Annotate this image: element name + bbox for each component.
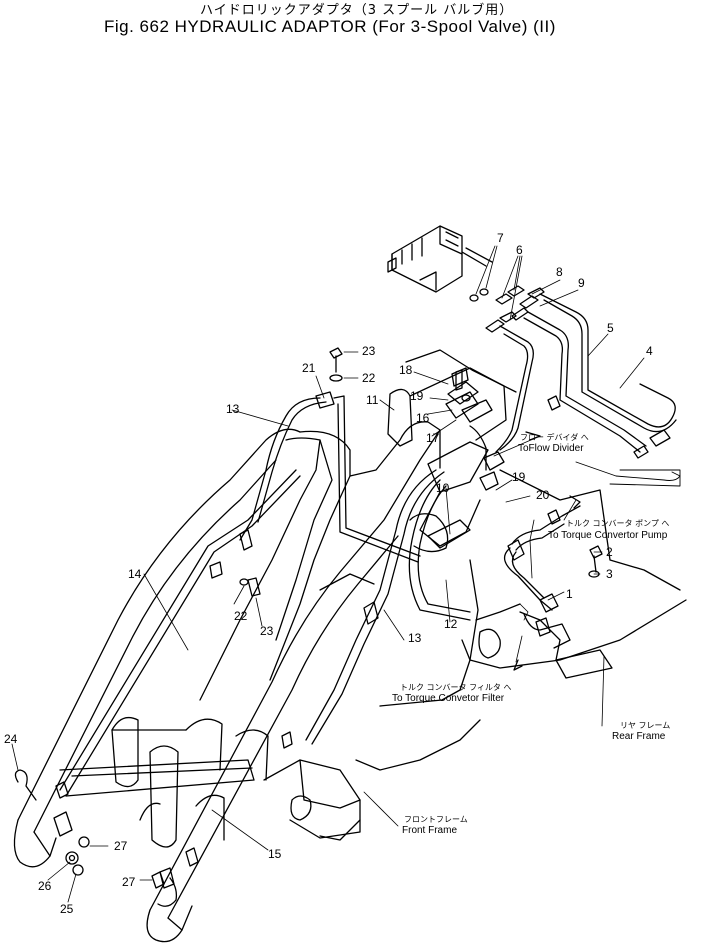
callout-15: 15 <box>268 847 282 861</box>
callout-24: 24 <box>4 732 18 746</box>
front-frame-label: Front Frame <box>402 825 458 836</box>
torque-pump-hose <box>503 495 581 671</box>
callout-25: 25 <box>60 902 74 916</box>
callout-27-left: 27 <box>114 839 128 853</box>
rear-frame-label-jp: リヤ フレーム <box>620 721 671 730</box>
rear-frame-label: Rear Frame <box>612 731 666 742</box>
callout-20: 20 <box>536 488 550 502</box>
callout-18: 18 <box>399 363 413 377</box>
front-frame-label-jp: フロントフレーム <box>404 815 468 824</box>
figure-title: Fig. 662 HYDRAULIC ADAPTOR (For 3-Spool … <box>104 17 556 36</box>
callout-3: 3 <box>606 567 613 581</box>
flow-divider-arrow <box>493 431 681 487</box>
callout-19-top: 19 <box>410 389 424 403</box>
callout-12: 12 <box>444 617 458 631</box>
callout-6: 6 <box>516 243 523 257</box>
callout-5: 5 <box>607 321 614 335</box>
callout-8: 8 <box>556 265 563 279</box>
flow-divider-label-jp: フロー デバイダ へ <box>520 433 589 442</box>
callout-21: 21 <box>302 361 316 375</box>
torque-filter-label-jp: トルク コンバータ フィルタ へ <box>400 683 512 692</box>
spool-valve <box>387 225 493 293</box>
callout-1: 1 <box>566 587 573 601</box>
flow-divider-label: ToFlow Divider <box>518 443 584 454</box>
callout-16: 16 <box>416 411 430 425</box>
callout-leaders <box>11 351 605 903</box>
rear-frame <box>319 349 687 841</box>
title-japanese: ハイドロリックアダプタ（3 スプール バルブ用） <box>200 3 514 18</box>
callout-23-mid: 23 <box>260 624 274 638</box>
callout-13-left: 13 <box>226 402 240 416</box>
callout-22-top: 22 <box>362 371 376 385</box>
valve-hoses <box>495 293 677 459</box>
valve-fittings <box>469 285 545 333</box>
torque-pump-label: To Torque Convertor Pump <box>548 530 668 541</box>
callout-9: 9 <box>578 276 585 290</box>
torque-pump-label-jp: トルク コンバータ ポンプ へ <box>566 519 670 528</box>
callout-10: 10 <box>436 481 450 495</box>
callout-4: 4 <box>646 344 653 358</box>
center-block <box>387 367 507 553</box>
callout-26: 26 <box>38 879 52 893</box>
callout-23-top: 23 <box>362 344 376 358</box>
callout-leaders-top <box>475 245 645 389</box>
callout-17: 17 <box>426 431 440 445</box>
callout-22-mid: 22 <box>234 609 248 623</box>
callout-14: 14 <box>128 567 142 581</box>
callout-11: 11 <box>366 393 379 407</box>
callout-19-right: 19 <box>512 470 526 484</box>
torque-filter-label: To Torque Convetor Filter <box>392 693 505 704</box>
bolt-2-washer-3 <box>588 545 603 578</box>
callout-7: 7 <box>497 231 504 245</box>
small-parts-24-27 <box>14 769 178 907</box>
callout-13-center: 13 <box>408 631 422 645</box>
callout-2: 2 <box>606 545 613 559</box>
callout-27-bottom: 27 <box>122 875 136 889</box>
bolts-21-22-23 <box>239 347 471 597</box>
loader-boom <box>13 421 441 943</box>
